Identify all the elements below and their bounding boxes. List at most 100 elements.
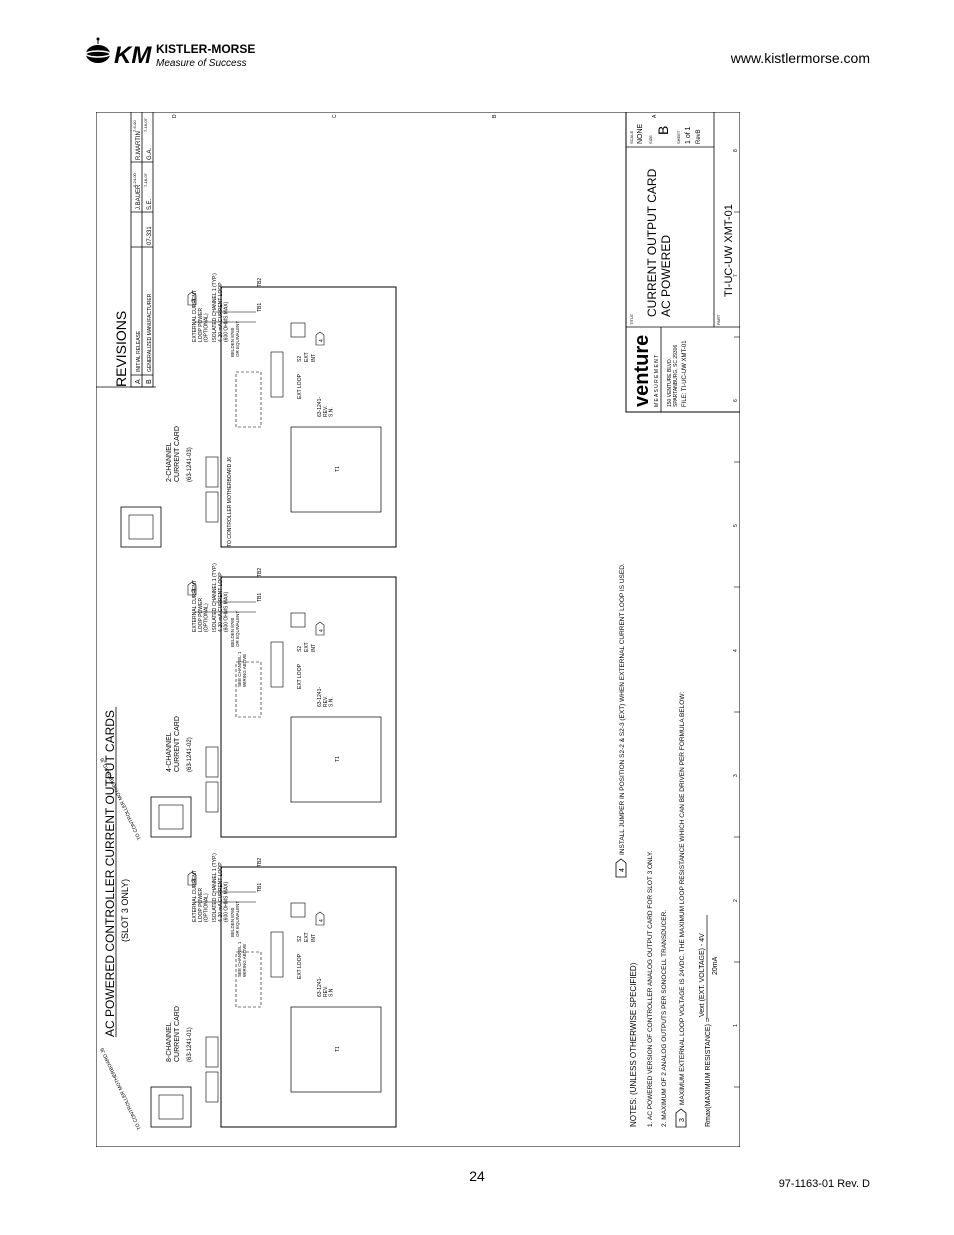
note-4-marker-text: 4 <box>319 339 325 342</box>
tb1-label: TB1 <box>257 303 263 312</box>
jumper-box <box>270 351 284 398</box>
formula-denominator: 20mA <box>712 956 719 975</box>
zone-number: 5 <box>733 524 739 527</box>
belden-label: BELDEN 8760OR EQUIVALENT <box>230 901 240 937</box>
note-3-marker-text: 3 <box>191 879 197 882</box>
rev-b-desc: GENERALIZED MANUFACTURER <box>147 293 153 372</box>
small-component <box>290 612 306 628</box>
ext-loop-power-label: EXTERNAL CURRENTLOOP POWER(OPTIONAL) <box>192 580 210 632</box>
note-3-marker-icon <box>187 291 197 306</box>
connector-plug-icon <box>150 796 192 838</box>
note-4: INSTALL JUMPER IN POSITION S2-2 & S2-3 (… <box>619 563 626 855</box>
current-card-8ch: TO CONTROLLER MOTHERBOARD J68-CHANNELCUR… <box>99 853 397 1131</box>
current-card-4ch: TO CONTROLLER MOTHERBOARD J64-CHANNELCUR… <box>99 563 397 841</box>
main-title: AC POWERED CONTROLLER CURRENT OUTPUT CAR… <box>103 710 117 1037</box>
note-1: 1. AC POWERED VERSION OF CONTROLLER ANAL… <box>647 851 654 1127</box>
note-4-marker-icon <box>315 331 325 346</box>
card-board <box>220 866 397 1128</box>
connector-plug-inner <box>128 514 154 540</box>
revision-label: 63-1241-REV.S.N. <box>317 397 335 417</box>
card-board <box>220 576 397 838</box>
part-number: TI-UC-UW XMT-01 <box>723 204 735 297</box>
note-4-marker-icon <box>615 858 627 878</box>
s2-label: S2 <box>297 646 303 652</box>
connector-plug-icon <box>150 1086 192 1128</box>
title-block-title: CURRENT OUTPUT CARDAC POWERED <box>645 168 673 317</box>
title-block: venture M E A S U R E M E N T 150 VENTUR… <box>625 112 740 413</box>
logo-brand: KISTLER-MORSE <box>156 42 255 56</box>
ext-label: EXT <box>304 352 310 362</box>
note-4-marker-text: 4 <box>619 868 626 872</box>
zone-number: 2 <box>733 899 739 902</box>
rev-b-by: S.E. <box>147 198 153 210</box>
note-4-marker-text: 4 <box>319 919 325 922</box>
card-name: 2-CHANNELCURRENT CARD <box>166 426 181 482</box>
tb2-label: TB2 <box>257 278 263 287</box>
ext-loop-power-label: EXTERNAL CURRENTLOOP POWER(OPTIONAL) <box>192 290 210 342</box>
page-number: 24 <box>469 1168 485 1184</box>
int-label: INT <box>311 354 317 362</box>
company-sub: M E A S U R E M E N T <box>654 355 660 407</box>
website-url[interactable]: www.kistlermorse.com <box>730 50 870 66</box>
zone-letter: C <box>332 114 338 118</box>
t1-label: T1 <box>335 1046 341 1052</box>
connector-plug-icon <box>120 506 162 548</box>
current-card-2ch: TO CONTROLLER MOTHERBOARD J62-CHANNELCUR… <box>120 273 397 548</box>
zone-number: 7 <box>733 274 739 277</box>
jumper-box <box>270 641 284 688</box>
jumper-box <box>270 931 284 978</box>
zone-letter: D <box>172 114 178 118</box>
connector-plug-inner <box>158 1094 184 1120</box>
card-part: (63-1241-03) <box>187 447 193 482</box>
note-4-marker-icon <box>315 911 325 926</box>
isolated-channel-label: ISOLATED CHANNEL 1 (TYP.)4-20 mA CURRENT… <box>212 273 230 342</box>
belden-label: BELDEN 8760OR EQUIVALENT <box>230 611 240 647</box>
motherboard-label: TO CONTROLLER MOTHERBOARD J6 <box>99 1046 143 1130</box>
ext-label: EXT <box>304 932 310 942</box>
isolated-channel-label: ISOLATED CHANNEL 1 (TYP.)4-20 mA CURRENT… <box>212 853 230 922</box>
rev-a-cdate: 7-6-00 <box>132 120 137 132</box>
note-3: MAXIMUM EXTERNAL LOOP VOLTAGE IS 24VDC. … <box>679 692 686 1105</box>
note-3-marker-icon <box>187 871 197 886</box>
notes-title: NOTES: (UNLESS OTHERWISE SPECIFIED) <box>629 962 638 1127</box>
revisions-title: REVISIONS <box>113 311 129 387</box>
file-name: FILE: TI-UC-UW XMT-01 <box>682 340 688 407</box>
revision-label: 63-1241-REV.S.N. <box>317 977 335 997</box>
tb2-label: TB2 <box>257 568 263 577</box>
notes-block: NOTES: (UNLESS OTHERWISE SPECIFIED) 1. A… <box>615 563 719 1128</box>
main-subtitle: (SLOT 3 ONLY) <box>120 879 130 942</box>
note-3-marker-text: 3 <box>191 589 197 592</box>
size-value: B <box>655 126 671 135</box>
zone-letter: A <box>652 114 658 118</box>
kistler-morse-logo: KM KISTLER-MORSE Measure of Success <box>84 36 284 72</box>
card-board <box>220 286 397 548</box>
see-channel-1-label: SEE CHANNEL 1WIRING ABOVE <box>237 651 247 687</box>
zone-number: 1 <box>733 1024 739 1027</box>
note-3-marker-icon <box>187 581 197 596</box>
logo-tagline: Measure of Success <box>156 58 247 69</box>
tb1-label: TB1 <box>257 593 263 602</box>
logo-mark: KM <box>114 42 152 69</box>
belden-label: BELDEN 8760OR EQUIVALENT <box>230 321 240 357</box>
dashed-region <box>235 371 262 428</box>
rev-a-chk: R.MARTIN <box>136 131 142 160</box>
title-label: TITLE <box>629 314 634 325</box>
ribbon-plug-icon <box>205 491 219 523</box>
ribbon-plug-icon <box>205 1036 219 1068</box>
rev-b: B <box>146 379 153 384</box>
zone-number: 6 <box>733 399 739 402</box>
sheet-value: 1 of 1 <box>685 126 692 144</box>
scale-value: NONE <box>637 123 644 144</box>
formula-left: Rmax(MAXIMUM RESISTANCE) = <box>705 1018 712 1127</box>
note-4-marker-icon <box>315 621 325 636</box>
document-number: 97-1163-01 Rev. D <box>778 1178 870 1190</box>
tb2-label: TB2 <box>257 858 263 867</box>
ext-loop-label: EXT LOOP <box>297 663 303 689</box>
see-channel-1-label: SEE CHANNEL 1WIRING ABOVE <box>237 941 247 977</box>
tb1-label: TB1 <box>257 883 263 892</box>
rev-b-ecn: 07-331 <box>147 226 153 245</box>
sheet-label: SHEET <box>676 130 681 144</box>
rev-b-chk: G.A. <box>147 148 153 160</box>
s2-label: S2 <box>297 936 303 942</box>
